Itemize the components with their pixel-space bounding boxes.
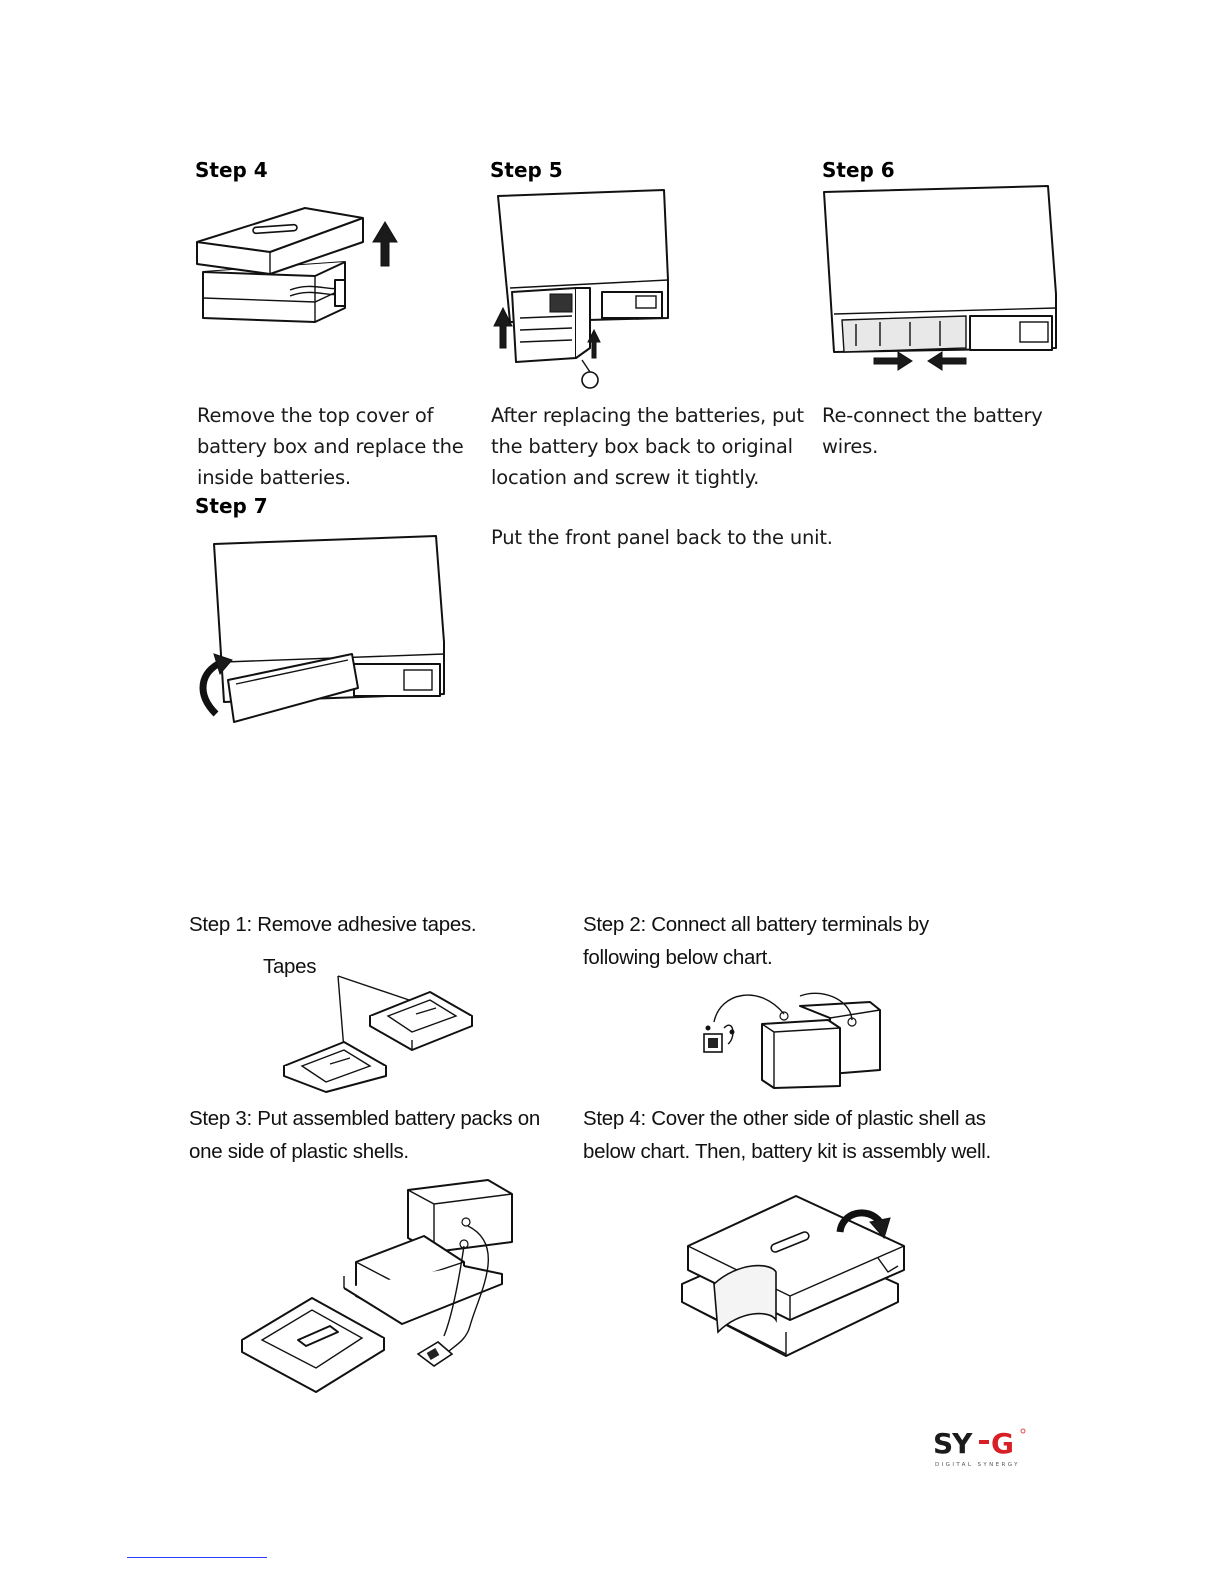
sy-g-logo-mark: SY G DIGITAL SYNERGY: [933, 1427, 1026, 1468]
step6-line-2: wires.: [822, 435, 879, 458]
tapes-label: Tapes: [263, 955, 317, 978]
step4-assembled-kit-illustration: [681, 1195, 905, 1357]
step4-title: Step 4: [195, 158, 268, 182]
step4-caption: Remove the top cover of battery box and …: [197, 400, 464, 493]
step4-line-3: inside batteries.: [197, 466, 351, 489]
step5-line-2: the battery box back to original: [491, 435, 793, 458]
assembly-step2-caption: Step 2: Connect all battery terminals by…: [583, 908, 929, 974]
sy-g-logo: SY G DIGITAL SYNERGY: [933, 1426, 1028, 1472]
step7-line-1: Put the front panel back to the unit.: [491, 526, 833, 549]
assembly-step4-caption: Step 4: Cover the other side of plastic …: [583, 1102, 991, 1168]
step4-line-1: Remove the top cover of: [197, 404, 434, 427]
step6-title: Step 6: [822, 158, 895, 182]
step7-caption: Put the front panel back to the unit.: [491, 522, 833, 553]
assembly-step4-line-1: Step 4: Cover the other side of plastic …: [583, 1107, 986, 1130]
assembly-step1-caption: Step 1: Remove adhesive tapes.: [189, 908, 477, 941]
assembly-step1-line-1: Step 1: Remove adhesive tapes.: [189, 913, 477, 936]
assembly-step2-line-1: Step 2: Connect all battery terminals by: [583, 913, 929, 936]
step5-title: Step 5: [490, 158, 563, 182]
step5-line-3: location and screw it tightly.: [491, 466, 760, 489]
step7-title: Step 7: [195, 494, 268, 518]
footer-link-underline: [127, 1557, 267, 1558]
svg-text:G: G: [991, 1427, 1014, 1460]
step5-caption: After replacing the batteries, put the b…: [491, 400, 804, 493]
svg-text:SY: SY: [933, 1427, 973, 1460]
assembly-step3-caption: Step 3: Put assembled battery packs on o…: [189, 1102, 540, 1168]
step5-line-1: After replacing the batteries, put: [491, 404, 804, 427]
step7-ups-unit-illustration: [199, 535, 445, 723]
step3-battery-packs-illustration: [241, 1179, 513, 1393]
assembly-step2-line-2: following below chart.: [583, 946, 773, 969]
step1-plastic-shells-illustration: [283, 975, 473, 1093]
step4-line-2: battery box and replace the: [197, 435, 464, 458]
step5-ups-unit-illustration: [493, 189, 669, 389]
step6-line-1: Re-connect the battery: [822, 404, 1043, 427]
step2-battery-wiring-illustration: [703, 992, 881, 1089]
assembly-step4-line-2: below chart. Then, battery kit is assemb…: [583, 1140, 991, 1163]
step6-ups-unit-illustration: [823, 185, 1057, 371]
step4-battery-box-illustration: [196, 207, 398, 323]
step6-caption: Re-connect the battery wires.: [822, 400, 1043, 462]
assembly-step3-line-1: Step 3: Put assembled battery packs on: [189, 1107, 540, 1130]
assembly-step3-line-2: one side of plastic shells.: [189, 1140, 409, 1163]
svg-text:DIGITAL SYNERGY: DIGITAL SYNERGY: [935, 1462, 1020, 1468]
